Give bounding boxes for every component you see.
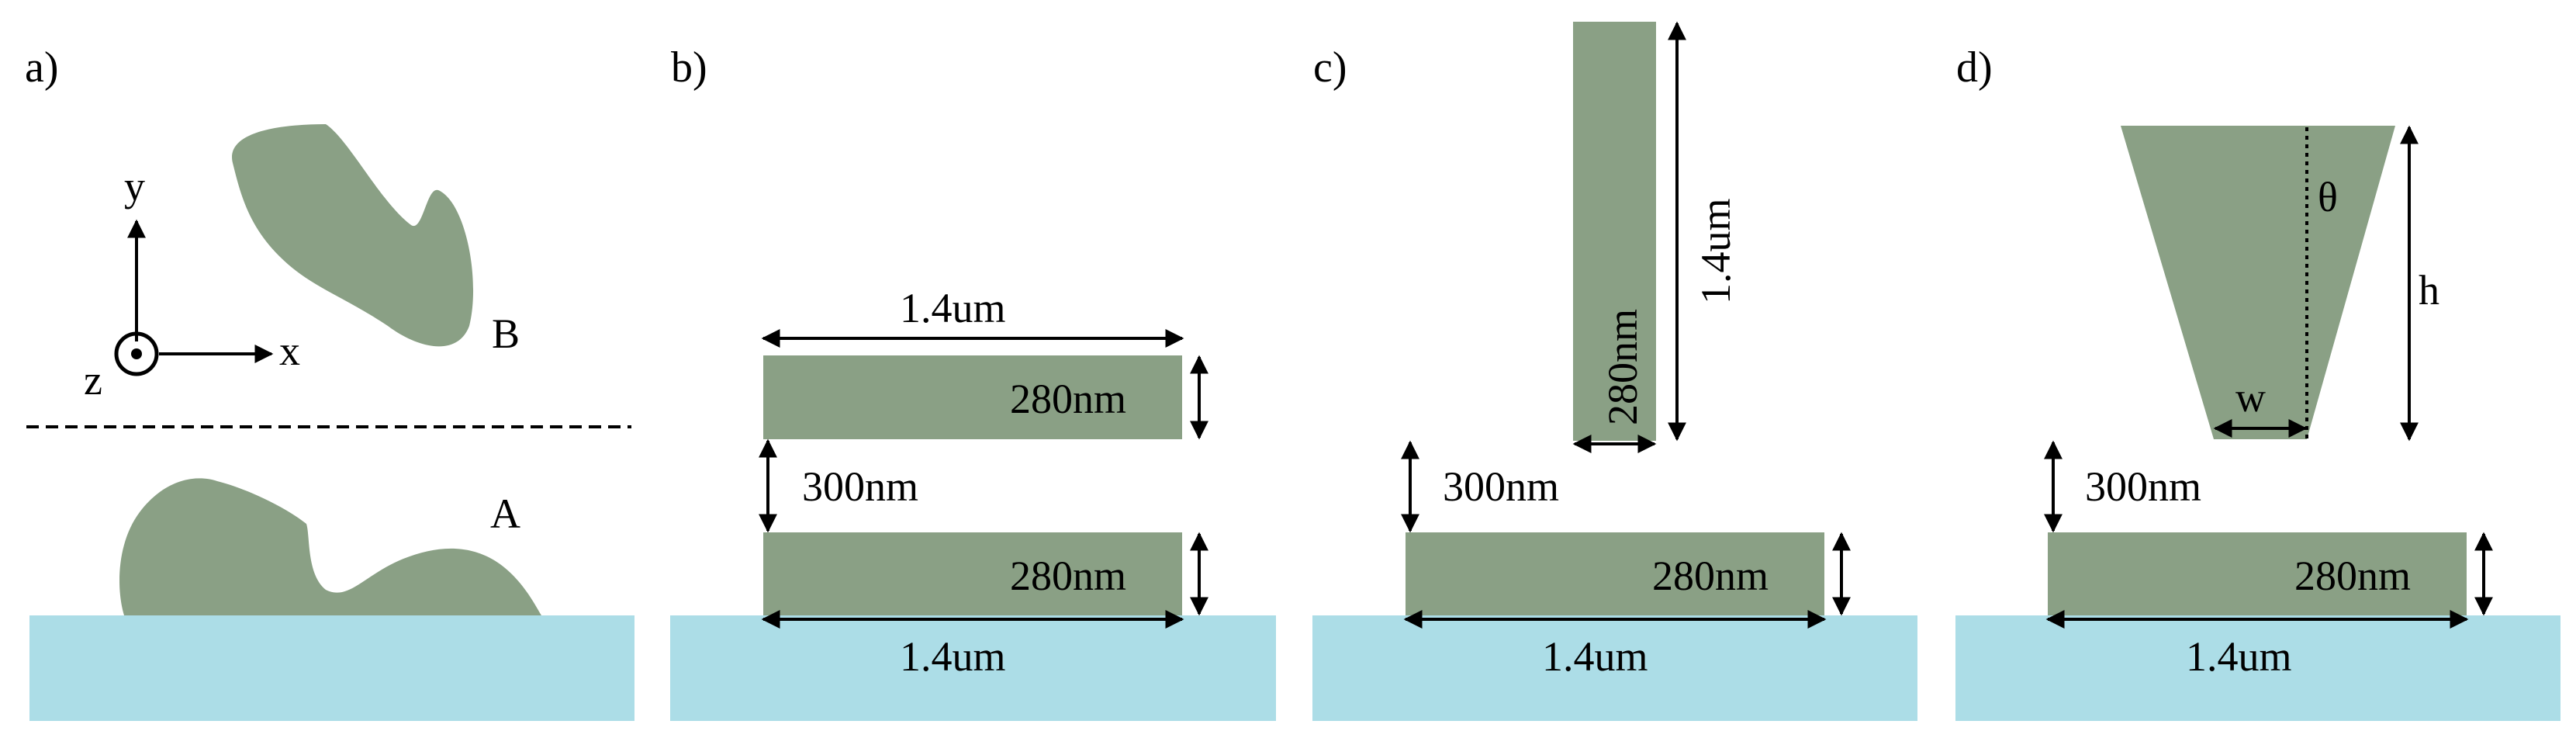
particle-b-shape [232, 124, 474, 347]
bottom-beam-c [1406, 532, 1824, 615]
z-axis-circle [114, 331, 159, 376]
particle-a-label: A [490, 490, 520, 537]
bottom-width-label-c: 1.4um [1542, 633, 1648, 680]
particle-a-shape [119, 478, 542, 615]
bottom-thickness-label-d: 280nm [2294, 553, 2411, 599]
gap-label-c: 300nm [1443, 463, 1559, 510]
axis-z-label: z [84, 357, 102, 404]
bottom-width-label-d: 1.4um [2186, 633, 2292, 680]
panel-c-label: c) [1313, 43, 1347, 92]
particle-b-label: B [492, 310, 520, 357]
substrate-a [29, 615, 634, 721]
top-width-label: 1.4um [900, 285, 1006, 331]
panel-b-label: b) [671, 43, 707, 92]
panel-c: c) 1.4um 280nm 300nm 280nm 1.4um [1312, 21, 1917, 721]
panel-d-label: d) [1956, 43, 1993, 92]
panel-a-label: a) [25, 43, 59, 92]
gap-label-d: 300nm [2085, 463, 2201, 510]
substrate-c [1312, 615, 1917, 721]
substrate-d [1955, 615, 2560, 721]
vertical-pillar [1573, 22, 1656, 441]
top-beam [763, 355, 1182, 439]
height-label: h [2419, 267, 2439, 314]
trapezoid-structure [2121, 126, 2395, 439]
axis-y-label: y [124, 163, 145, 210]
panel-d: d) θ h w 300nm 280nm 1.4um [1955, 43, 2560, 721]
pillar-height-label: 1.4um [1693, 198, 1739, 304]
z-axis-dot [131, 348, 142, 359]
panel-a: a) B y x z A [25, 43, 634, 721]
theta-label: θ [2318, 174, 2338, 220]
bottom-thickness-label-c: 280nm [1652, 553, 1769, 599]
bottom-beam-b [763, 532, 1182, 615]
axis-x-label: x [279, 327, 300, 374]
pillar-width-label: 280nm [1599, 309, 1646, 425]
bottom-thickness-label-b: 280nm [1010, 553, 1126, 599]
width-label: w [2235, 374, 2266, 421]
bottom-width-label-b: 1.4um [900, 633, 1006, 680]
gap-label-b: 300nm [802, 463, 918, 510]
top-thickness-label: 280nm [1010, 376, 1126, 422]
substrate-b [670, 615, 1276, 721]
bottom-beam-d [2048, 532, 2467, 615]
panel-b: b) 1.4um 280nm 300nm 280nm 1.4um [670, 43, 1276, 721]
